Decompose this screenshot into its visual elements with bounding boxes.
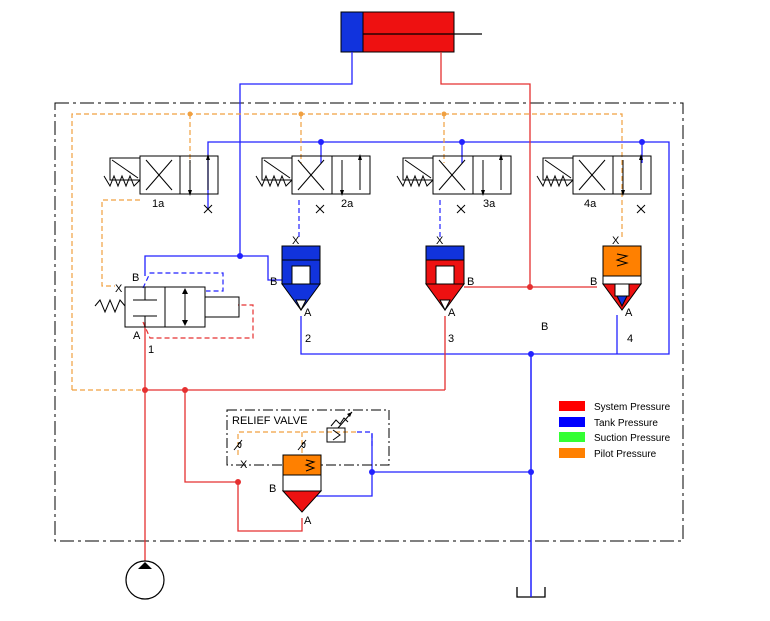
pilot-valve-3a bbox=[396, 154, 512, 214]
pilot-valve-2a bbox=[255, 154, 371, 214]
legend-label-pilot: Pilot Pressure bbox=[594, 449, 657, 460]
cartridge-label-2: 2 bbox=[305, 333, 311, 345]
cartridge-label-3: 3 bbox=[448, 333, 454, 345]
spring-icon bbox=[536, 174, 574, 188]
logic-valve-1 bbox=[94, 286, 240, 328]
port-a-2: A bbox=[304, 307, 312, 319]
relief-port-b: B bbox=[269, 483, 276, 495]
port-a-3: A bbox=[448, 307, 456, 319]
legend-label-suction: Suction Pressure bbox=[594, 433, 671, 444]
valve-label-4a: 4a bbox=[584, 198, 597, 210]
relief-port-x: X bbox=[240, 459, 248, 471]
port-x-3: X bbox=[436, 235, 444, 247]
valve1-port-a: A bbox=[133, 330, 141, 342]
legend-swatch-pilot bbox=[559, 448, 585, 458]
system-lines bbox=[144, 52, 597, 563]
cartridge-valve-3 bbox=[425, 245, 465, 312]
legend: System Pressure Tank Pressure Suction Pr… bbox=[559, 401, 671, 460]
legend-swatch-tank bbox=[559, 417, 585, 427]
spring-icon bbox=[94, 298, 126, 314]
legend-swatch-system bbox=[559, 401, 585, 411]
manifold-b-label: B bbox=[541, 321, 548, 333]
legend-label-system: System Pressure bbox=[594, 402, 671, 413]
port-a-4: A bbox=[625, 307, 633, 319]
spring-icon bbox=[396, 174, 434, 188]
port-x-2: X bbox=[292, 235, 300, 247]
spring-icon bbox=[615, 253, 629, 267]
relief-valve-title: RELIEF VALVE bbox=[232, 415, 307, 427]
valve1-port-b: B bbox=[132, 272, 139, 284]
pump-icon bbox=[125, 560, 165, 600]
valve-label-2a: 2a bbox=[341, 198, 354, 210]
spring-icon bbox=[103, 174, 141, 188]
port-b-4: B bbox=[590, 276, 597, 288]
port-x-4: X bbox=[612, 235, 620, 247]
valve1-label: 1 bbox=[148, 344, 154, 356]
manifold-boundary bbox=[54, 102, 684, 542]
spring-icon bbox=[304, 459, 316, 472]
cartridge-valve-4 bbox=[602, 245, 642, 311]
relief-port-a: A bbox=[304, 515, 312, 527]
legend-label-tank: Tank Pressure bbox=[594, 418, 658, 429]
pilot-lines bbox=[71, 113, 623, 455]
port-b-2: B bbox=[270, 276, 277, 288]
junction-dots bbox=[142, 111, 645, 485]
tank-lines bbox=[144, 52, 670, 598]
pilot-valve-4a bbox=[536, 154, 652, 214]
hydraulic-cylinder-icon bbox=[340, 11, 482, 53]
spring-icon bbox=[255, 174, 293, 188]
cartridge-label-4: 4 bbox=[627, 333, 633, 345]
relief-valve bbox=[226, 409, 390, 513]
cartridge-valve-2 bbox=[281, 245, 321, 312]
port-b-3: B bbox=[467, 276, 474, 288]
valve1-port-x: X bbox=[115, 283, 123, 295]
pilot-valve-1a bbox=[103, 154, 219, 214]
legend-swatch-suction bbox=[559, 432, 585, 442]
valve-label-1a: 1a bbox=[152, 198, 165, 210]
valve-label-3a: 3a bbox=[483, 198, 496, 210]
